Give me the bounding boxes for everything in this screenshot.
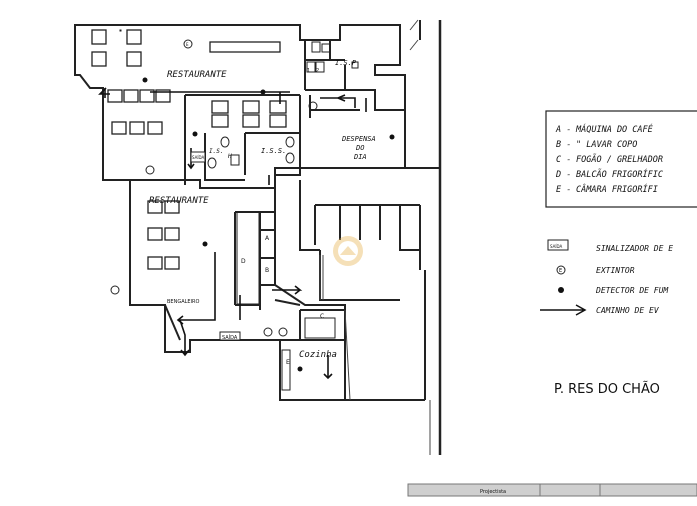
- isp-num2: 2: [316, 68, 319, 74]
- legend-d-text: BALCÃO FRIGORÍFIC: [576, 168, 664, 180]
- legend-b-letter: B -: [556, 140, 571, 150]
- cozinha-label: Cozinha: [299, 350, 337, 360]
- exit-sign-legend-icon: [547, 239, 569, 251]
- iss-label: I.S.S.: [261, 147, 286, 155]
- restaurante-lower-label: RESTAURANTE: [149, 196, 209, 206]
- marker-b: B: [265, 267, 269, 274]
- despensa-label-line1: DESPENSA: [341, 135, 376, 143]
- bengaleiro-label: BENGALEIRO: [167, 299, 200, 305]
- marker-d: D: [241, 258, 246, 265]
- despensa-label-line2: DO: [355, 144, 364, 152]
- restaurante-upper-label: RESTAURANTE: [167, 70, 227, 80]
- legend-b-text: " LAVAR COPO: [576, 140, 637, 150]
- extintor-marker: E: [186, 42, 189, 47]
- legend-e-text: CÂMARA FRIGORÍFI: [576, 183, 658, 195]
- symbol-legend: SAÍDA SINALIZADOR DE E E EXTINTOR DETECT…: [550, 244, 673, 315]
- title-block-strip: [407, 483, 697, 497]
- isp-num1: 1: [307, 68, 310, 74]
- legend-exit-sign-text: SINALIZADOR DE E: [596, 244, 673, 253]
- legend-detector-text: DETECTOR DE FUM: [595, 286, 669, 295]
- saida-small-label: SAÍDA: [192, 155, 205, 160]
- isp-label: I.S.P: [335, 59, 357, 67]
- legend-c-letter: C -: [556, 155, 571, 165]
- is-label: I.S.: [209, 148, 223, 155]
- exit-sign-legend-text: SAÍDA: [550, 244, 563, 249]
- evacuation-arrow-legend-icon: [540, 304, 587, 316]
- is-h-label: H: [227, 153, 232, 160]
- legend-d-letter: D -: [555, 170, 571, 180]
- equipment-legend-box: [545, 110, 697, 208]
- title-block-label: Projectista: [480, 489, 506, 495]
- legend-a-letter: A -: [555, 125, 571, 135]
- marker-e: E: [286, 359, 290, 366]
- marker-c: C: [320, 313, 324, 320]
- despensa-label-line3: DIA: [353, 153, 367, 161]
- extinguisher-legend-marker: E: [559, 268, 562, 274]
- legend-c-text: FOGÃO / GRELHADOR: [576, 154, 663, 165]
- equipment-legend: A - MÁQUINA DO CAFÉ B - " LAVAR COPO C -…: [555, 123, 664, 195]
- fire-detector-legend-icon: [558, 287, 564, 293]
- legend-e-letter: E -: [556, 185, 571, 195]
- floor-caption: P. RES DO CHÃO: [554, 381, 660, 397]
- extinguisher-legend-icon: [556, 265, 566, 275]
- legend-extinguisher-text: EXTINTOR: [596, 266, 635, 275]
- legend-evacuation-text: CAMINHO DE EV: [596, 306, 660, 315]
- saida-door-label: SAÍDA: [222, 334, 238, 341]
- legend-a-text: MÁQUINA DO CAFÉ: [575, 123, 654, 135]
- marker-a: A: [265, 235, 270, 242]
